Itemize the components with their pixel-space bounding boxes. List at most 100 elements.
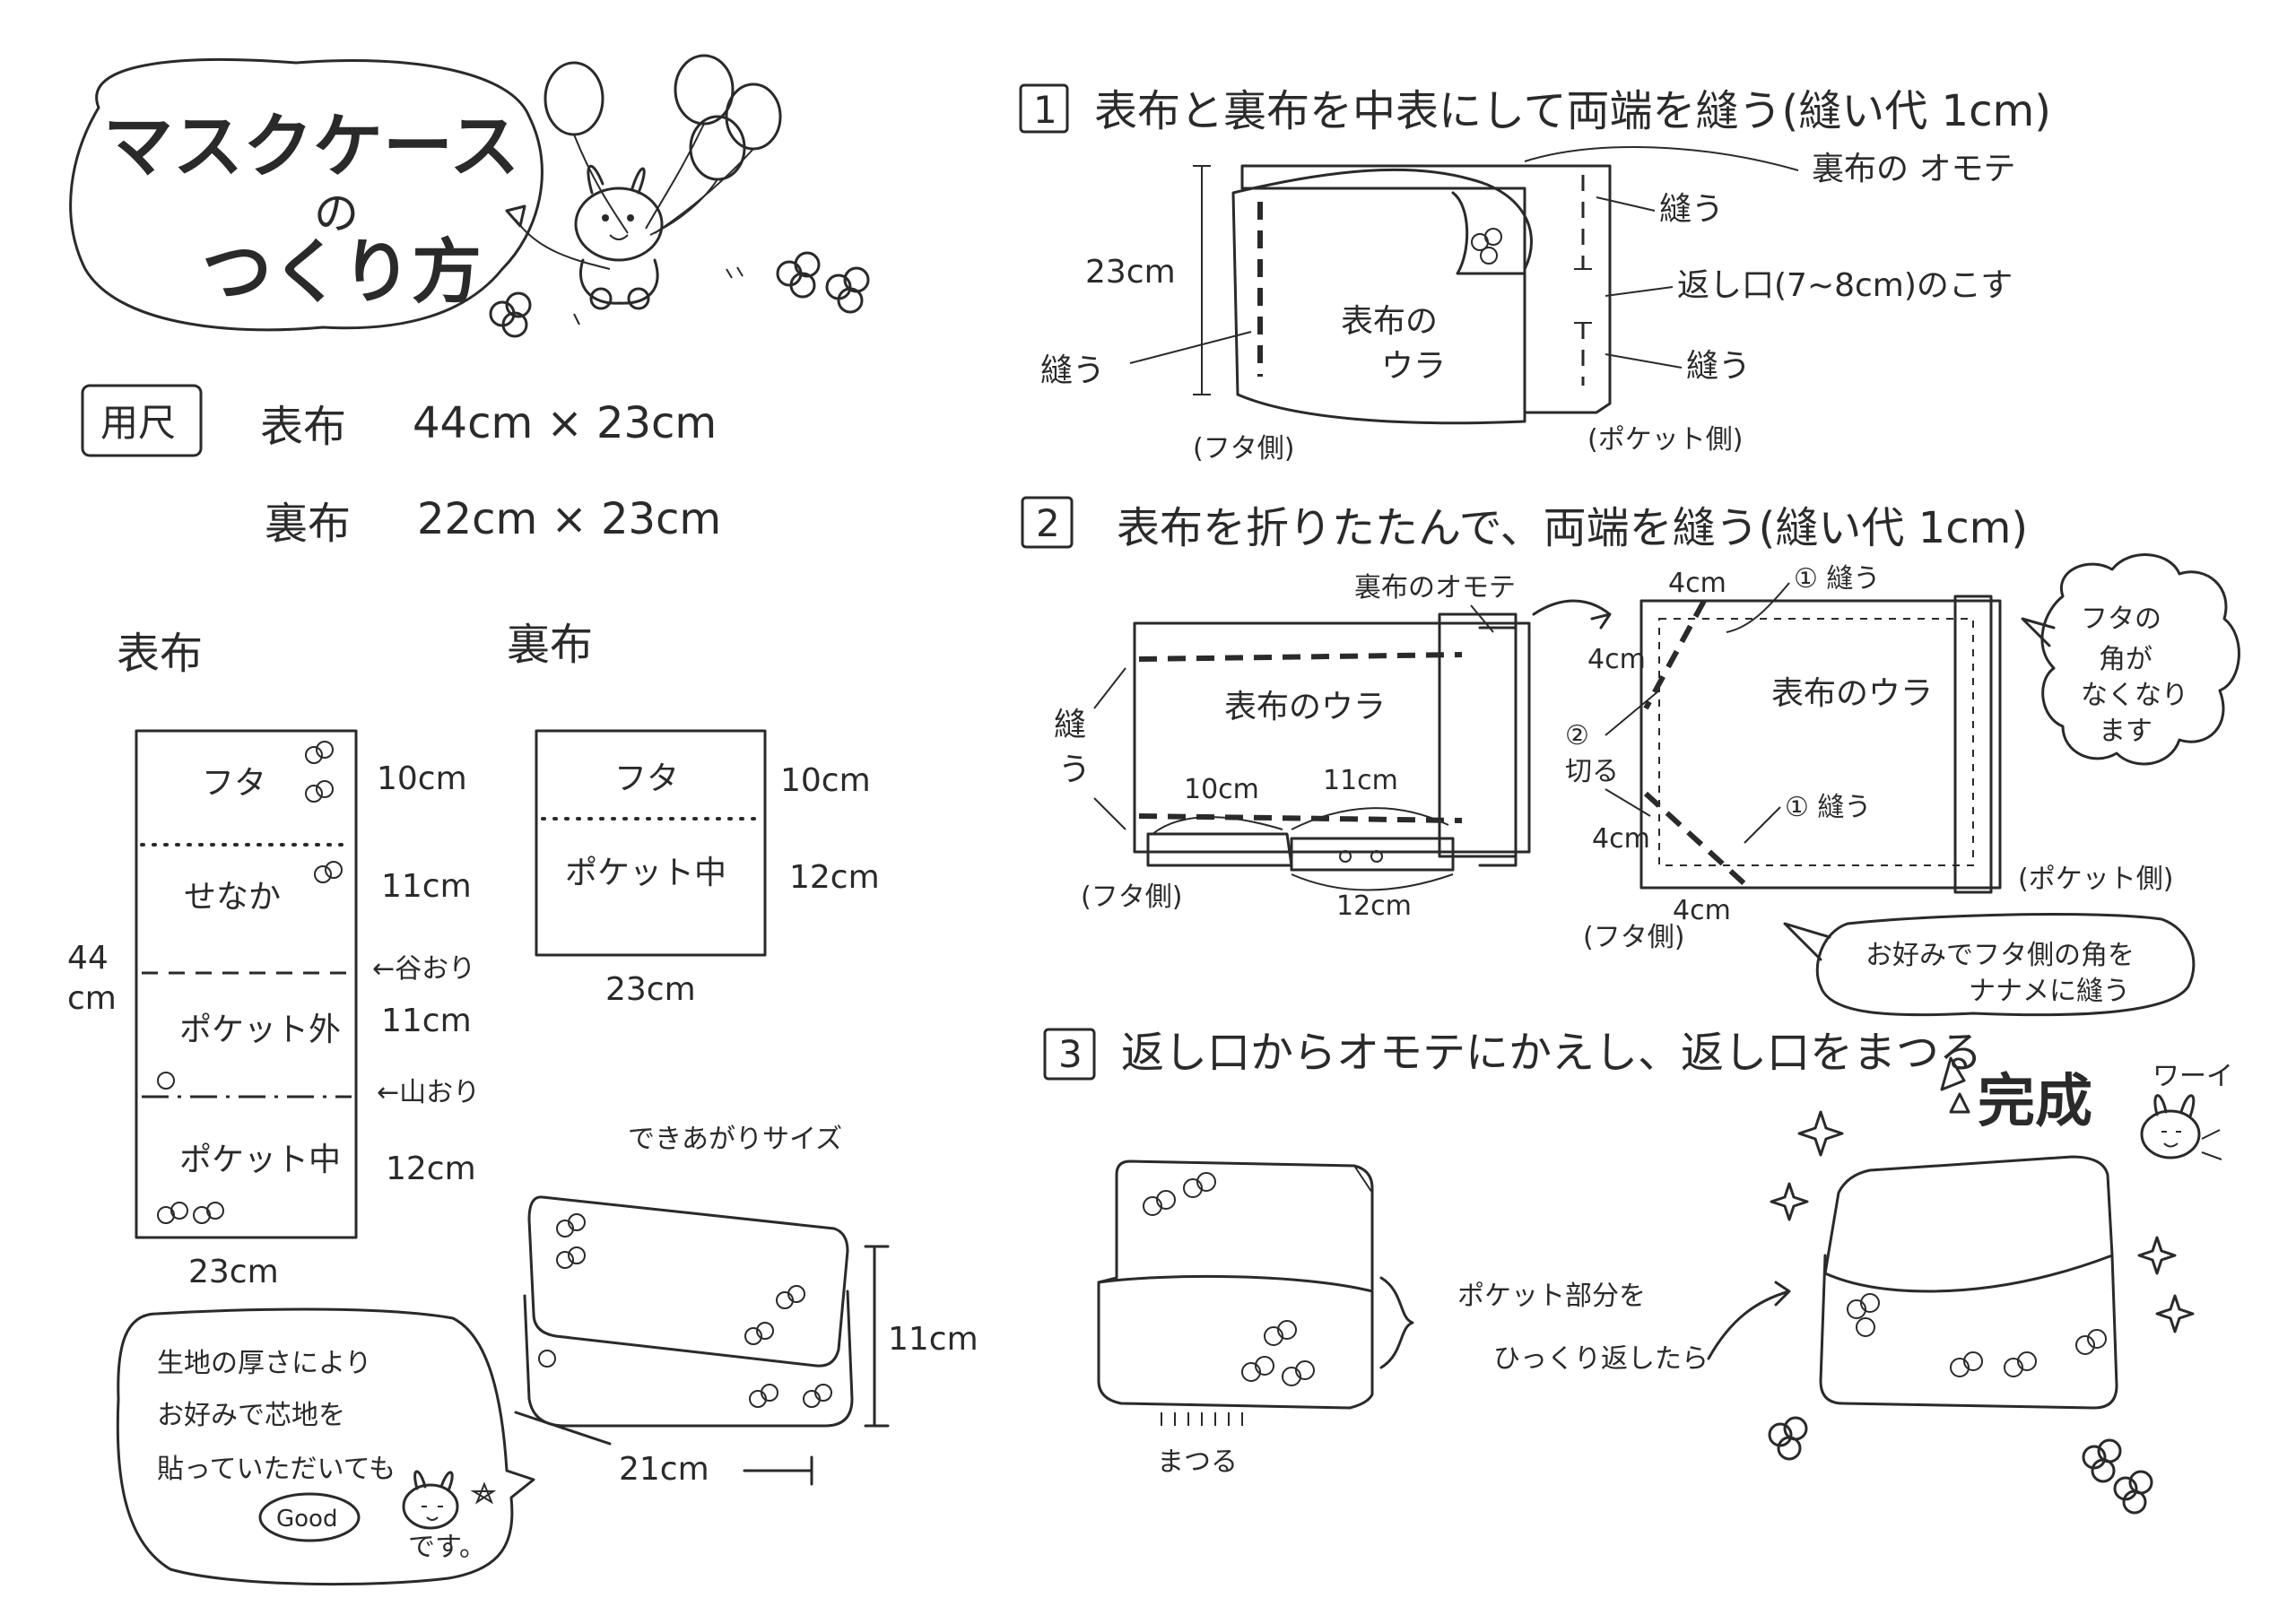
- step1-futa-side: (フタ側): [1193, 433, 1294, 465]
- step1-label-sew-right: 縫う: [1659, 191, 1724, 228]
- step3-bunny-icon: [2140, 1094, 2222, 1160]
- step2-diag-1: お好みでフタ側の角を: [1866, 940, 2135, 971]
- omote-section-pocket-out: ポケット外: [179, 1012, 341, 1048]
- step2-cut-2: 切る: [1565, 756, 1619, 787]
- step2-corner-bubble: [2040, 553, 2240, 766]
- step3-number-box: [1043, 1028, 1096, 1081]
- step2-12cm: 12cm: [1336, 890, 1412, 922]
- title-area: マスクケース の つくり方: [69, 54, 870, 338]
- step2-diag-bubble: [1815, 913, 2196, 1017]
- title-how: つくり方: [202, 232, 482, 313]
- flowers-decor-bottom: [1768, 1416, 2153, 1515]
- balloons-illustration: [505, 54, 782, 270]
- materials-omote-size: 44cm × 23cm: [413, 398, 717, 448]
- step3-wai: ワーイ: [2152, 1061, 2233, 1092]
- step2-ura-face: 裏布のオモテ: [1354, 572, 1516, 604]
- omote-fold-valley: ←谷おり: [372, 953, 475, 985]
- step2-4cm-top: 4cm: [1668, 568, 1726, 599]
- note-line-4: です。: [408, 1532, 486, 1563]
- note-good: Good: [276, 1506, 337, 1533]
- step2-number-box: [1021, 496, 1074, 549]
- step1-number: 1: [1033, 88, 1057, 132]
- omote-total-height: 44: [67, 940, 109, 977]
- step1-label-height: 23cm: [1085, 254, 1176, 291]
- omote-fabric-diagram: 表布 フタ せなか ポケット外 ポケット中 10cm 11cm 11cm 12c…: [67, 629, 480, 1290]
- step2-10cm: 10cm: [1184, 774, 1259, 805]
- omote-height-pocket-in: 12cm: [386, 1151, 476, 1187]
- step2-4cm-bottom: 4cm: [1673, 895, 1731, 926]
- step2-4cm-left: 4cm: [1587, 644, 1646, 675]
- step2-cut-1: ②: [1565, 720, 1589, 751]
- step1-number-box: [1019, 83, 1069, 134]
- flowers-decor-title: [489, 251, 870, 338]
- step1: 1 表布と裏布を中表にして両端を縫う(縫い代 1cm) 23cm 縫う 表布の …: [1019, 83, 2051, 465]
- step1-label-omote-face: 裏布の オモテ: [1812, 151, 2015, 187]
- sparkles-decor: [1770, 1110, 2195, 1333]
- step2-center: 表布のウラ: [1224, 689, 1386, 725]
- omote-fold-mountain: ←山おり: [377, 1077, 480, 1108]
- step2-sew-2: う: [1058, 751, 1091, 788]
- step3-done: 完成: [1978, 1069, 2092, 1135]
- materials-ura-label: 裏布: [265, 499, 351, 549]
- step2-11cm: 11cm: [1323, 765, 1398, 796]
- step1-center-2: ウラ: [1381, 348, 1446, 385]
- materials-section: 用尺 表布 44cm × 23cm 裏布 22cm × 23cm: [81, 384, 721, 549]
- materials-omote-label: 表布: [260, 402, 346, 452]
- materials-heading-box: [81, 384, 203, 457]
- note-bubble: 生地の厚さにより お好みで芯地を 貼っていただいても Good です。: [116, 1307, 535, 1586]
- note-bunny-icon: [402, 1470, 497, 1530]
- omote-height-futa: 10cm: [377, 760, 467, 797]
- step3-matsuru: まつる: [1157, 1446, 1238, 1478]
- step1-center-1: 表布の: [1341, 303, 1438, 340]
- step2-text: 表布を折りたたんで、両端を縫う(縫い代 1cm): [1117, 503, 2028, 553]
- omote-height-pocket-out: 11cm: [381, 1003, 472, 1039]
- step1-label-sew-right2: 縫う: [1686, 348, 1751, 385]
- step2-bubble-1: フタの: [2081, 604, 2161, 635]
- note-bubble-outline: [116, 1307, 535, 1586]
- step2-bubble-4: ます: [2099, 716, 2152, 747]
- step3-flip-2: ひっくり返したら: [1493, 1343, 1709, 1375]
- step2-arrow: [1532, 599, 1612, 630]
- step2-sew1-top: ① 縫う: [1794, 563, 1880, 595]
- ura-section-futa: フタ: [614, 760, 679, 797]
- note-good-oval: [258, 1492, 361, 1542]
- materials-heading: 用尺: [100, 401, 176, 445]
- ura-diagram-label: 裏布: [507, 620, 593, 670]
- finished-label: できあがりサイズ: [628, 1124, 842, 1155]
- step1-fabric-front: [1231, 168, 1533, 425]
- omote-height-senaka: 11cm: [381, 868, 472, 905]
- step1-flowers: [1471, 228, 1502, 265]
- bunny-illustration: [574, 164, 664, 310]
- step2-futa-side2: (フタ側): [1583, 922, 1684, 953]
- step1-label-sew-left: 縫う: [1040, 352, 1105, 389]
- ura-height-pocket: 12cm: [789, 859, 880, 896]
- omote-flowers: [157, 741, 343, 1224]
- step1-fabric-top: [1240, 164, 1612, 414]
- note-line-2: お好みで芯地を: [157, 1400, 345, 1431]
- ura-section-pocket-in: ポケット中: [565, 855, 726, 891]
- step2-bubble-3: なくなり: [2081, 680, 2188, 711]
- step3-flowers-right: [1847, 1293, 2107, 1377]
- step2-sew-1: 縫: [1054, 707, 1086, 743]
- finished-flowers: [538, 1213, 832, 1408]
- finished-height: 11cm: [888, 1321, 978, 1358]
- step2-sew1-bottom: ① 縫う: [1785, 792, 1871, 823]
- step1-fabric-curl: [1451, 191, 1526, 275]
- step2-futa-side: (フタ側): [1081, 881, 1182, 913]
- title-cloud: [69, 58, 544, 332]
- step2: 2 表布を折りたたんで、両端を縫う(縫い代 1cm) 裏布のオモテ 表布のウラ …: [1021, 496, 2240, 1017]
- step2-4cm-left2: 4cm: [1592, 823, 1650, 855]
- step2-right-piece: [1639, 599, 2002, 890]
- step3-flowers-left: [1143, 1172, 1315, 1386]
- ura-fabric-rect: [535, 729, 767, 957]
- title-main: マスクケース: [103, 107, 519, 187]
- step2-number: 2: [1036, 501, 1060, 545]
- step1-pocket-side: (ポケット側): [1587, 424, 1743, 456]
- omote-diagram-label: 表布: [117, 629, 203, 679]
- title-no: の: [314, 187, 359, 239]
- omote-fabric-rect: [135, 729, 358, 1239]
- finished-case-back: [523, 1290, 854, 1428]
- step3-case-finished-back: [1819, 1254, 2118, 1410]
- ura-width: 23cm: [605, 971, 696, 1008]
